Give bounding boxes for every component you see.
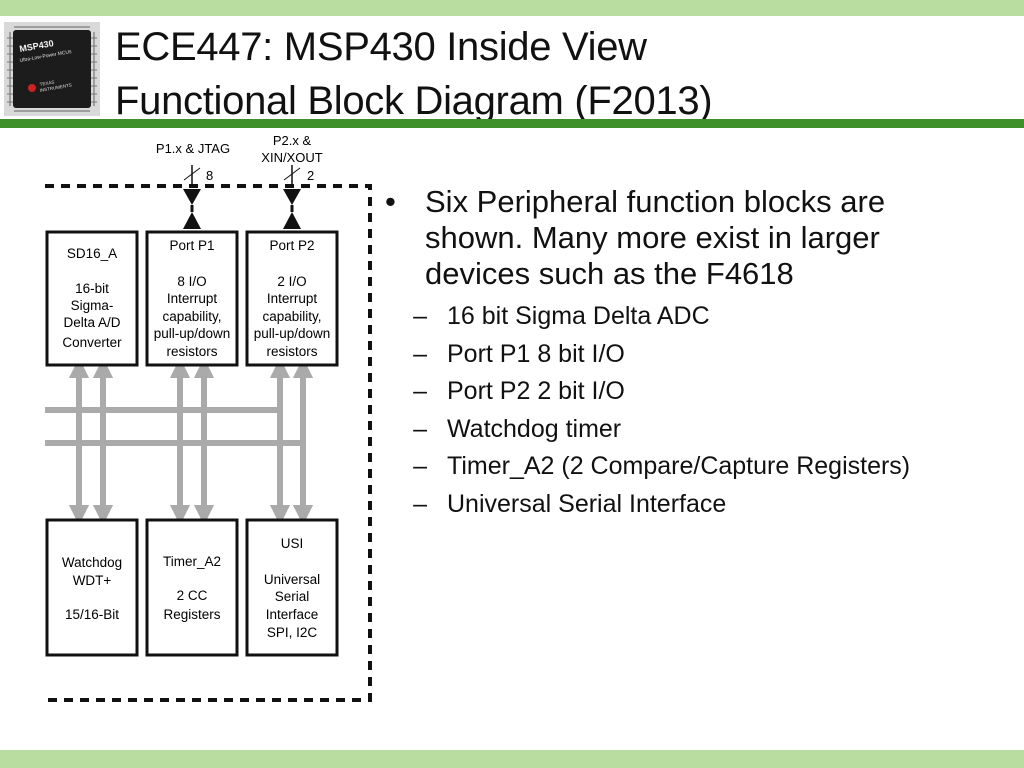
pin-label-p1: P1.x & JTAG	[156, 141, 230, 156]
block-port-p2-line-2: Interrupt	[267, 291, 318, 306]
block-port-p2: Port P2 2 I/O Interrupt capability, pull…	[245, 230, 339, 367]
block-timer-a2-line-0: Timer_A2	[163, 554, 221, 569]
block-port-p2-line-0: Port P2	[269, 238, 314, 253]
pin-count-p2: 2	[307, 168, 314, 183]
title-line-1: ECE447: MSP430 Inside View	[115, 25, 647, 69]
block-usi: USI Universal Serial Interface SPI, I2C	[245, 518, 339, 657]
block-watchdog-line-2: 15/16-Bit	[65, 607, 119, 622]
block-port-p1: Port P1 8 I/O Interrupt capability, pull…	[145, 230, 239, 367]
sub-bullet-text: Port P1 8 bit I/O	[447, 339, 625, 368]
sub-bullet-item: –Port P2 2 bit I/O	[385, 373, 1015, 411]
sub-bullet-text: Universal Serial Interface	[447, 489, 727, 518]
block-usi-line-3: Interface	[266, 607, 319, 622]
block-port-p2-line-1: 2 I/O	[277, 274, 306, 289]
block-sd16-a-line-2: Sigma-	[71, 298, 114, 313]
sub-bullet-item: –Timer_A2 (2 Compare/Capture Registers)	[385, 448, 1015, 486]
sub-bullet-text: 16 bit Sigma Delta ADC	[447, 302, 710, 330]
pin-arrow-p2	[283, 165, 301, 229]
block-sd16-a-line-4: Converter	[62, 335, 122, 350]
sub-bullet-item: –Watchdog timer	[385, 411, 1015, 449]
block-sd16-a: SD16_A 16-bit Sigma- Delta A/D Converter	[45, 230, 139, 367]
bullet-text: Six Peripheral function blocks are shown…	[425, 184, 886, 291]
bottom-band	[0, 750, 1024, 768]
top-band	[0, 0, 1024, 16]
sub-bullet-item: –16 bit Sigma Delta ADC	[385, 298, 1015, 336]
pin-arrow-p1	[183, 165, 201, 229]
msp430-chip-image: MSP430 Ultra-Low-Power MCUs TEXAS INSTRU…	[4, 22, 100, 116]
title-line-2: Functional Block Diagram (F2013)	[115, 79, 713, 123]
block-port-p2-line-5: resistors	[266, 344, 317, 359]
block-port-p1-line-2: Interrupt	[167, 291, 218, 306]
block-usi-line-4: SPI, I2C	[267, 625, 318, 640]
pin-label-p2-line2: XIN/XOUT	[261, 150, 322, 165]
sub-bullet-item: –Port P1 8 bit I/O	[385, 336, 1015, 374]
block-timer-a2: Timer_A2 2 CC Registers	[145, 518, 239, 657]
block-watchdog-line-1: WDT+	[73, 573, 112, 588]
ti-logo-icon	[28, 84, 36, 92]
block-port-p1-line-0: Port P1	[169, 238, 214, 253]
block-port-p1-line-1: 8 I/O	[177, 274, 206, 289]
block-port-p1-line-4: pull-up/down	[154, 326, 231, 341]
block-timer-a2-line-1: 2 CC	[177, 588, 208, 603]
slide-title: ECE447: MSP430 Inside View Functional Bl…	[115, 20, 1015, 128]
bullet-item: • Six Peripheral function blocks are sho…	[385, 184, 1015, 292]
sub-bullet-text: Port P2 2 bit I/O	[447, 377, 625, 405]
block-sd16-a-line-3: Delta A/D	[63, 315, 120, 330]
sub-bullet-item: –Universal Serial Interface	[385, 486, 1015, 524]
block-watchdog: Watchdog WDT+ 15/16-Bit	[45, 518, 139, 657]
device-boundary	[45, 184, 372, 702]
block-port-p2-line-3: capability,	[262, 309, 321, 324]
block-timer-a2-line-2: Registers	[163, 607, 220, 622]
sub-bullet-text: Timer_A2 (2 Compare/Capture Registers)	[447, 452, 911, 480]
bullet-marker: •	[385, 184, 396, 219]
block-watchdog-line-0: Watchdog	[62, 555, 122, 570]
block-usi-line-0: USI	[281, 536, 304, 551]
block-port-p1-line-5: resistors	[166, 344, 217, 359]
title-rule	[0, 119, 1024, 128]
block-sd16-a-line-1: 16-bit	[75, 281, 109, 296]
block-port-p1-line-3: capability,	[162, 309, 221, 324]
pin-label-p2-line1: P2.x &	[273, 133, 312, 148]
sub-bullet-text: Watchdog timer	[447, 414, 622, 443]
pin-count-p1: 8	[206, 168, 213, 183]
chip-logo-line2: INSTRUMENTS	[39, 82, 72, 93]
block-sd16-a-line-0: SD16_A	[67, 246, 117, 261]
bullet-content: • Six Peripheral function blocks are sho…	[385, 184, 1015, 523]
sub-bullet-list: –16 bit Sigma Delta ADC –Port P1 8 bit I…	[385, 298, 1015, 523]
chip-logo-line1: TEXAS	[39, 79, 54, 86]
block-port-p2-line-4: pull-up/down	[254, 326, 331, 341]
block-usi-line-1: Universal	[264, 572, 320, 587]
block-usi-line-2: Serial	[275, 589, 310, 604]
bus-connections	[68, 357, 314, 526]
